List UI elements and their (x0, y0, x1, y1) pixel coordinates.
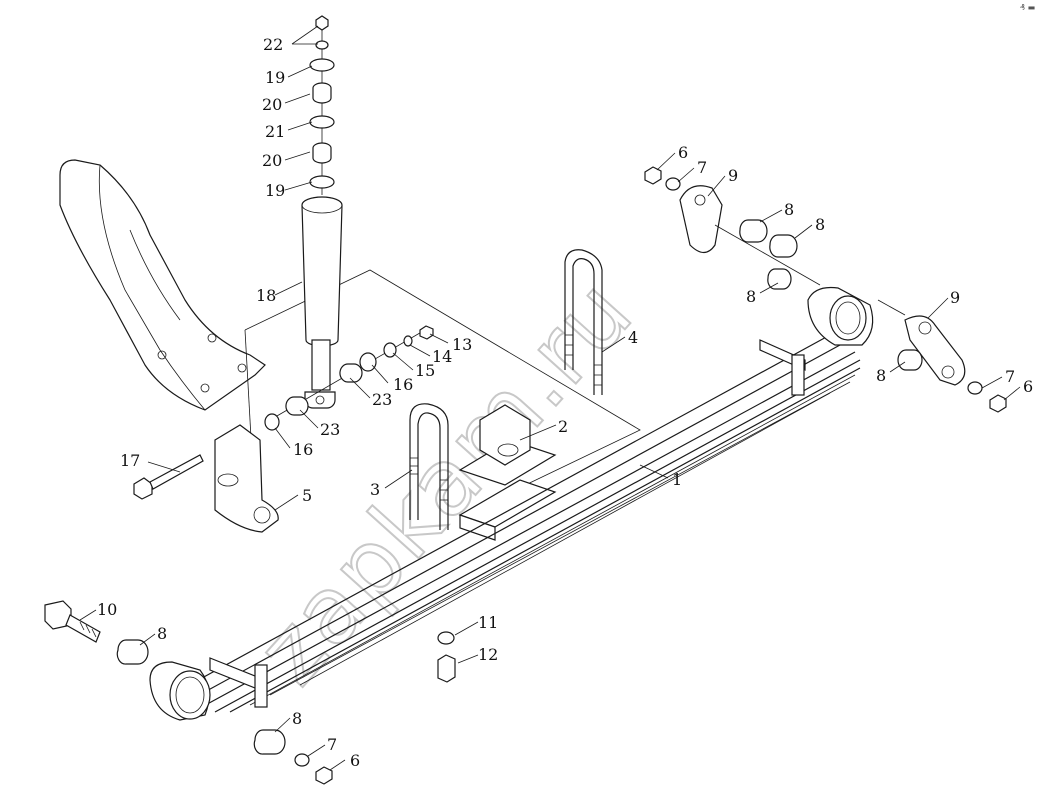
label-7-rear-lower: 7 (1005, 367, 1015, 386)
label-8-rear-b: 8 (815, 215, 825, 234)
label-14: 14 (432, 347, 452, 366)
u-bolt-3 (409, 403, 449, 530)
front-bushing-lower (253, 729, 333, 785)
front-pin-bolt (44, 600, 101, 643)
callout-labels: 22 19 20 21 20 19 18 13 14 15 16 23 23 1… (97, 35, 1033, 770)
corner-mark: ₰ ▬ (1020, 3, 1035, 12)
front-spring-eye (149, 657, 268, 721)
label-6-front: 6 (350, 751, 360, 770)
bolt-hardware-chain (264, 325, 434, 431)
front-bushing-upper (116, 639, 149, 665)
label-9-upper: 9 (728, 166, 738, 185)
label-8-rear-d: 8 (876, 366, 886, 385)
label-8-front-upper: 8 (157, 624, 167, 643)
u-bolt-4 (564, 249, 603, 395)
label-22: 22 (263, 35, 283, 54)
label-1: 1 (672, 470, 682, 489)
bolt-17 (133, 454, 204, 500)
label-8-rear-c: 8 (746, 287, 756, 306)
leaf-spring (179, 334, 861, 713)
leader-lines (79, 25, 1021, 771)
label-8-front-lower: 8 (292, 709, 302, 728)
label-20-top: 20 (262, 95, 282, 114)
label-18: 18 (256, 286, 276, 305)
label-3: 3 (370, 480, 380, 499)
label-6-rear-upper: 6 (678, 143, 688, 162)
label-11: 11 (478, 613, 498, 632)
label-23-upper: 23 (372, 390, 392, 409)
spring-seat (458, 404, 557, 486)
label-17: 17 (120, 451, 140, 470)
rear-shackle-upper (644, 166, 821, 290)
label-16-upper: 16 (393, 375, 413, 394)
label-15: 15 (415, 361, 435, 380)
label-4: 4 (628, 328, 638, 347)
label-19-bottom: 19 (265, 181, 285, 200)
label-23-lower: 23 (320, 420, 340, 439)
washer-11 (437, 631, 455, 645)
label-19-top: 19 (265, 68, 285, 87)
label-2: 2 (558, 417, 568, 436)
label-20-bottom: 20 (262, 151, 282, 170)
label-12: 12 (478, 645, 498, 664)
label-21: 21 (265, 122, 285, 141)
label-5: 5 (302, 486, 312, 505)
nut-12 (437, 654, 456, 683)
front-hanger-bracket (214, 424, 279, 533)
rear-spring-eye (759, 286, 874, 396)
label-10: 10 (97, 600, 117, 619)
rear-shackle-lower (877, 299, 1007, 413)
label-7-front: 7 (327, 735, 337, 754)
shock-absorber-assembly (301, 15, 343, 409)
label-8-rear-a: 8 (784, 200, 794, 219)
frame-bracket (59, 159, 266, 411)
label-6-rear-lower: 6 (1023, 377, 1033, 396)
label-9-lower: 9 (950, 288, 960, 307)
label-13: 13 (452, 335, 472, 354)
label-16-lower: 16 (293, 440, 313, 459)
label-7-rear-upper: 7 (697, 158, 707, 177)
